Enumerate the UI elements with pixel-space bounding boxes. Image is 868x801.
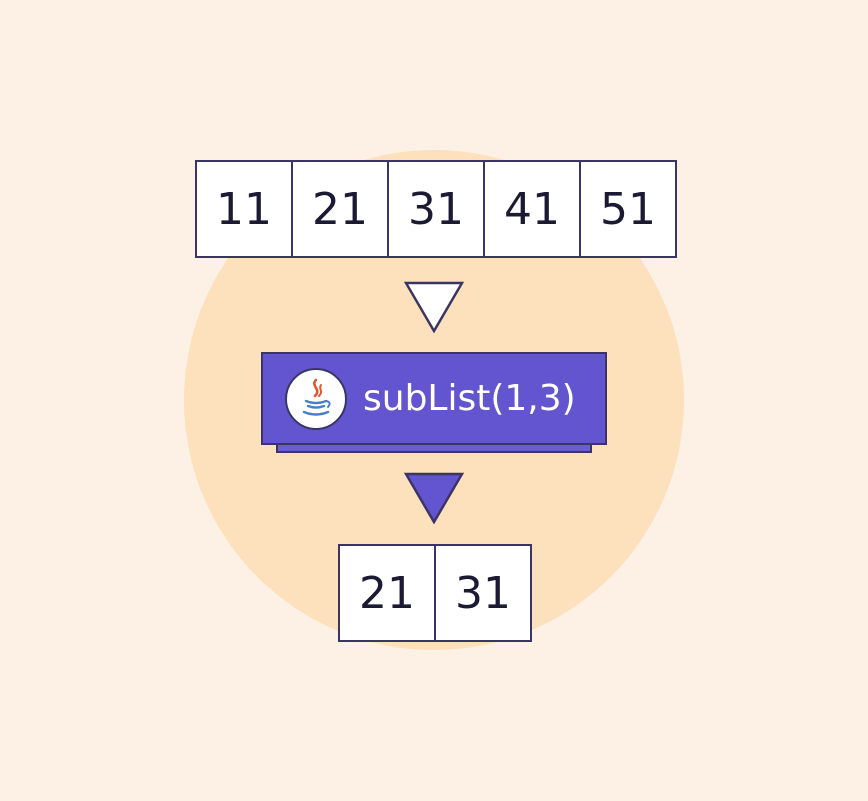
method-label: subList(1,3) bbox=[363, 378, 576, 419]
down-arrow-filled-icon bbox=[404, 472, 464, 524]
output-list-item: 31 bbox=[434, 544, 532, 642]
input-list-item: 21 bbox=[291, 160, 389, 258]
input-list: 11 21 31 41 51 bbox=[195, 160, 677, 258]
method-block: subList(1,3) bbox=[261, 352, 607, 445]
input-list-item: 51 bbox=[579, 160, 677, 258]
output-list: 21 31 bbox=[338, 544, 532, 642]
down-arrow-outline-icon bbox=[404, 281, 464, 333]
java-logo-icon bbox=[285, 367, 347, 430]
output-list-item: 21 bbox=[338, 544, 436, 642]
input-list-item: 41 bbox=[483, 160, 581, 258]
input-list-item: 31 bbox=[387, 160, 485, 258]
input-list-item: 11 bbox=[195, 160, 293, 258]
